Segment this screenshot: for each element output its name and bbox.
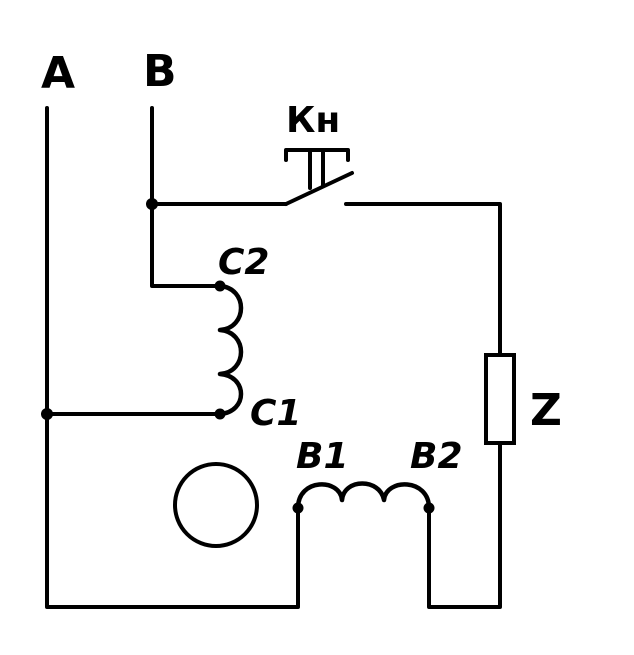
wire-button-to-z [344,202,502,357]
winding-c-end-label: C2 [218,242,269,283]
button-contact-lever [284,171,354,206]
impedance-label: Z [530,385,562,436]
push-button-switch [284,148,354,206]
button-label: Кн [286,100,340,141]
winding-b-end-label: B2 [410,436,463,477]
impedance-z [484,353,516,445]
motor-rotor [173,462,259,548]
button-cap [284,148,350,162]
winding-c [217,283,244,417]
winding-c-start-label: C1 [250,393,301,434]
junction-a-c1 [41,408,53,420]
winding-b-start-label: B1 [296,436,349,477]
terminal-a-label: A [41,48,75,99]
terminal-c1-dot [214,408,226,420]
wire-z-to-b2 [427,441,502,609]
terminal-b2-dot [423,502,435,514]
button-stem [308,148,325,190]
terminal-c2-dot [214,280,226,292]
junction-b-button [146,198,158,210]
wire-line-b [150,106,222,288]
terminal-b1-dot [292,502,304,514]
winding-b [295,481,432,511]
terminal-b-label: B [143,46,177,97]
wire-line-a [45,106,300,609]
